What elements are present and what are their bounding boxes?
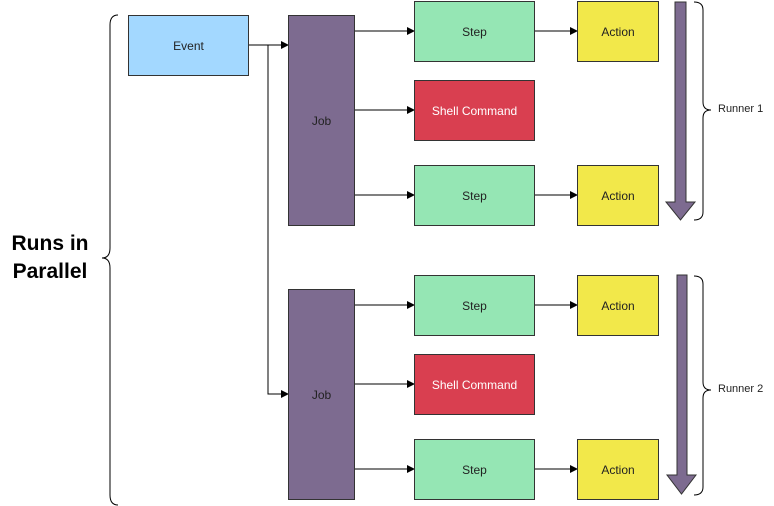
runner-1-shell-command-label: Shell Command <box>431 103 518 118</box>
runner-2-shell-command-label: Shell Command <box>431 377 518 392</box>
job-1-label: Job <box>311 113 332 128</box>
runs-in-parallel-line-1: Runs in <box>11 232 89 255</box>
runner-1-action-2-label: Action <box>601 188 635 203</box>
runner-1-action-1: Action <box>577 1 659 62</box>
runner-1-flow-arrow <box>664 1 697 221</box>
runner-2-step-1-label: Step <box>462 298 487 313</box>
runner-1-step-1-label: Step <box>462 24 487 39</box>
job-2-label: Job <box>311 387 332 402</box>
runner-2-flow-arrow <box>665 274 698 495</box>
runs-in-parallel-label: Runs in Parallel <box>0 230 100 286</box>
runs-in-parallel-line-2: Parallel <box>12 260 88 283</box>
event-node: Event <box>128 15 249 76</box>
edge-event-job2 <box>267 45 289 398</box>
event-node-label: Event <box>173 38 204 53</box>
runner-1-step-2: Step <box>414 165 535 226</box>
runner-2-step-2-label: Step <box>462 462 487 477</box>
runner-1-brace <box>693 1 712 221</box>
runner-2-label: Runner 2 <box>718 383 764 395</box>
runner-1-shell-command: Shell Command <box>414 80 535 141</box>
parallel-brace <box>101 14 119 506</box>
job-1-node: Job <box>288 15 355 226</box>
runner-2-step-2: Step <box>414 439 535 500</box>
runner-2-action-2: Action <box>577 439 659 500</box>
runner-2-shell-command: Shell Command <box>414 354 535 415</box>
runner-2-step-1: Step <box>414 275 535 336</box>
runner-1-action-2: Action <box>577 165 659 226</box>
runner-1-label: Runner 1 <box>718 103 764 115</box>
runner-1-step-2-label: Step <box>462 188 487 203</box>
runner-1-action-1-label: Action <box>601 24 635 39</box>
runner-2-brace <box>693 275 712 496</box>
runner-2-action-1-label: Action <box>601 298 635 313</box>
runner-1-step-1: Step <box>414 1 535 62</box>
job-2-node: Job <box>288 289 355 500</box>
runner-2-action-2-label: Action <box>601 462 635 477</box>
runner-2-action-1: Action <box>577 275 659 336</box>
